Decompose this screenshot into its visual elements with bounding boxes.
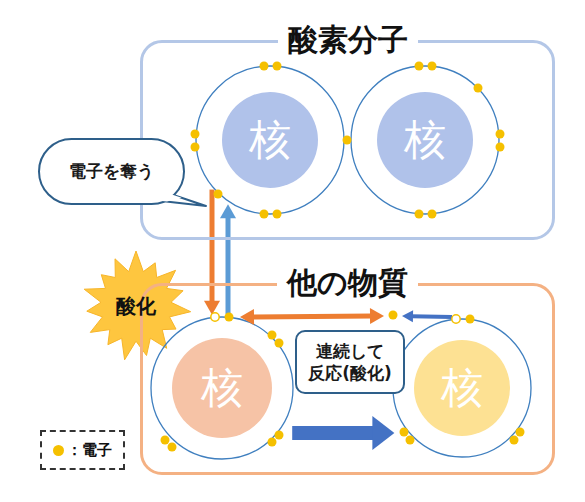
electron-dot [168,443,177,452]
title-holder: 他の物質 [143,263,552,303]
atom-circle: 核 [195,65,345,215]
callout-seam [135,191,181,202]
orbit-ring [393,319,531,457]
electron-arrow-shaft [226,216,231,314]
molecule-box: 酸素分子核核 [140,40,555,240]
nucleus-disk [414,340,510,436]
box-title: 他の物質 [277,265,418,300]
electron-dot [260,210,269,219]
electron-arrow-head [204,301,220,315]
electron-dot [496,143,505,152]
electron-hole [211,313,219,321]
substance-box: 他の物質核核連続して 反応(酸化) [140,283,555,475]
electron-dot [400,428,409,437]
flow-arrow-shaft [292,426,375,440]
electron-dot [268,438,277,447]
electron-dot [428,62,437,71]
atom-circle: 核 [150,316,294,460]
electron-dot [406,436,415,445]
process-text: 連続して 反応(酸化) [303,340,397,384]
electron-dot [260,62,269,71]
electron-dot [273,62,282,71]
electron-dot [161,436,170,445]
electron-dot [225,313,234,322]
electron-dot [415,210,424,219]
legend-swatch [53,445,64,456]
oxidation-burst: 酸化 [78,250,194,362]
callout-text: 電子を奪う [69,160,154,183]
electron-dot [191,130,200,139]
atom-circle: 核 [392,318,532,458]
electron-dot [214,190,223,199]
electron-dot [191,143,200,152]
electron-dot [516,428,525,437]
electron-dot [275,431,284,440]
transfer-arrow-shaft [411,314,452,319]
legend-box: ：電子 [40,430,125,470]
chain-arrow-shaft [252,314,372,320]
nucleus-disk [377,92,473,188]
flow-arrow-head [372,416,394,450]
transfer-arrow-head [402,310,413,322]
chain-arrow-head [240,309,254,325]
electron-dot [466,315,475,324]
burst-star [84,251,191,360]
flow-arrow [292,416,394,450]
electron-dot [268,331,277,340]
nucleus-label: 核 [201,367,243,409]
nucleus-label: 核 [249,119,291,161]
nucleus-disk [222,92,318,188]
electron-hole [452,315,460,323]
legend-text: ：電子 [67,441,112,460]
orbit-ring [196,66,344,214]
orbit-ring [151,317,293,459]
electron-arrow [204,190,220,315]
electron-dot [474,84,483,93]
nucleus-label: 核 [441,367,483,409]
electron-arrow-head [220,204,236,218]
title-holder: 酸素分子 [143,20,552,60]
box-title: 酸素分子 [278,22,418,57]
electron-dot [275,339,284,348]
atom-circle: 核 [350,65,500,215]
chain-arrow-head [370,308,384,324]
nucleus-label: 核 [404,119,446,161]
electron-dot [343,136,352,145]
electron-dot [389,311,398,320]
burst-text: 酸化 [116,293,156,320]
callout-bubble [39,139,184,204]
electron-dot [428,210,437,219]
nucleus-disk [172,338,272,438]
process-box: 連続して 反応(酸化) [295,330,405,394]
speech-callout: 電子を奪う [38,138,185,205]
electron-dot [273,210,282,219]
reaction-arrows [240,308,452,325]
orbit-ring [351,66,499,214]
electron-dot [496,130,505,139]
electron-dot [415,62,424,71]
electron-arrow [220,204,236,314]
electron-dot [510,436,519,445]
